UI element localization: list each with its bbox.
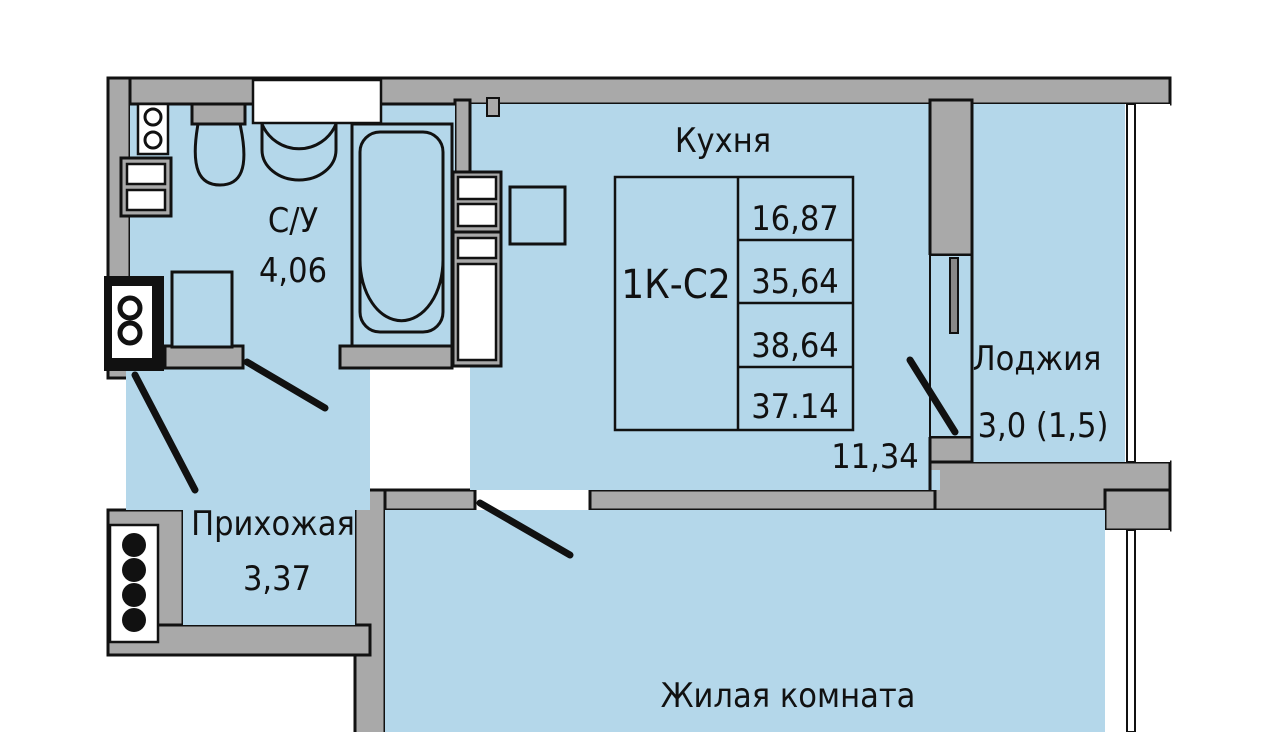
bathroom-fixtures (104, 78, 567, 371)
total-area-value: 37.14 (751, 387, 839, 427)
doors (131, 356, 959, 559)
loggia-floor (972, 104, 1125, 462)
window-icon (949, 257, 959, 334)
unit-code: 1К-С2 (621, 262, 730, 308)
hallway-area: 3,37 (243, 559, 311, 599)
area-table: 1К-С2 16,87 35,64 38,64 37.14 (613, 175, 855, 432)
kitchen-label: Кухня (675, 121, 771, 161)
loggia-area: 3,0 (1,5) (978, 406, 1109, 446)
total-area-value: 35,64 (751, 262, 839, 302)
total-area-value: 38,64 (751, 326, 839, 366)
loggia-label: Лоджия (973, 339, 1102, 379)
hallway-label: Прихожая (191, 504, 355, 544)
bathroom-area: 4,06 (259, 251, 327, 291)
hallway-floor-lower (183, 505, 355, 625)
living-room-floor (385, 510, 1105, 732)
loggia-window (1105, 103, 1170, 732)
ventilation-shaft (108, 523, 160, 644)
kitchen-area: 11,34 (831, 437, 919, 477)
bathroom-label: С/У (268, 201, 319, 241)
living-room-label: Жилая комната (661, 676, 916, 716)
total-area-value: 16,87 (751, 199, 839, 239)
